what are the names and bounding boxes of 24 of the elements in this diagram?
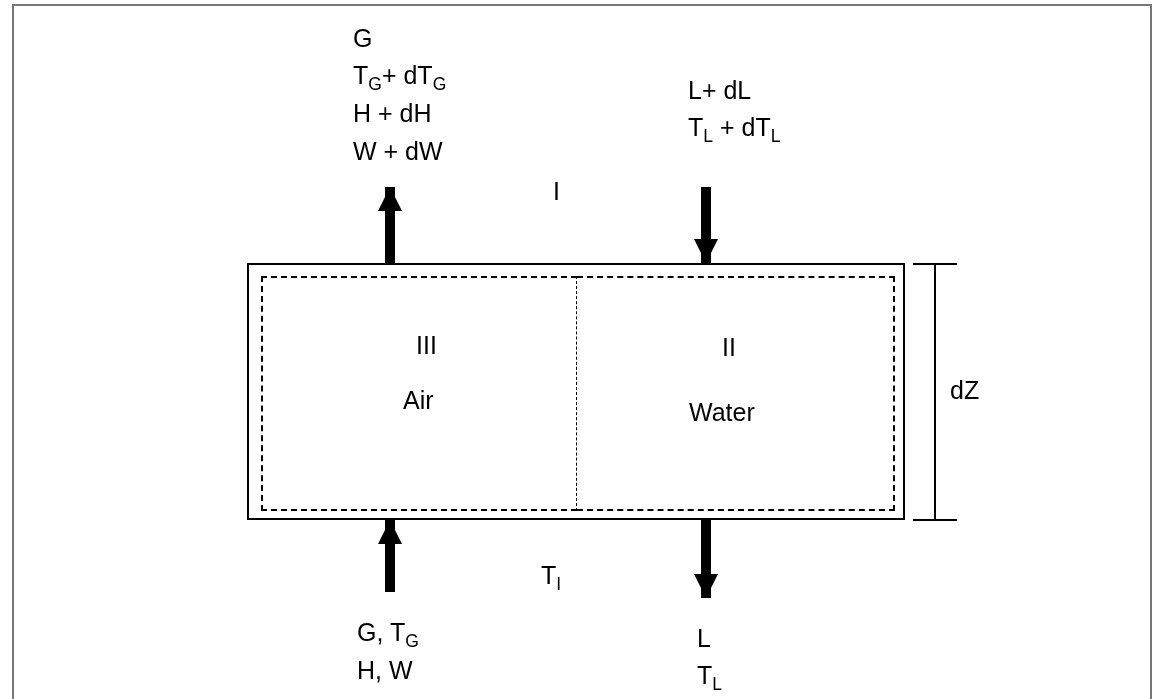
stream-variable: II — [722, 335, 736, 360]
stream-variable: G, T$_{G}$ — [357, 620, 419, 645]
region-box — [577, 276, 895, 511]
stream-variable: Water — [689, 400, 755, 425]
stream-variable: H + dH — [353, 101, 432, 126]
flow-arrow — [694, 187, 718, 263]
flow-arrow — [378, 187, 402, 263]
region-label: dZ — [950, 378, 980, 403]
stream-variable: L+ dL — [688, 78, 752, 103]
region-box — [261, 276, 577, 511]
stream-variable: G — [353, 26, 373, 51]
region-label: T$_{I}$ — [541, 563, 562, 588]
stream-variable: Air — [403, 388, 434, 413]
stream-variable: L — [697, 626, 711, 651]
stream-variable: T$_{L}$ — [697, 663, 722, 688]
stream-variable: T$_{L}$ + dT$_{L}$ — [688, 115, 781, 140]
flow-arrow — [378, 520, 402, 592]
stream-variable: T$_{G}$+ dT$_{G}$ — [353, 63, 447, 88]
region-label: I — [553, 179, 560, 204]
flow-arrow — [694, 520, 718, 598]
stream-variable: W + dW — [353, 139, 443, 164]
control-volume-box — [247, 263, 905, 520]
stream-variable: III — [416, 333, 437, 358]
stream-variable: H, W — [357, 658, 413, 683]
